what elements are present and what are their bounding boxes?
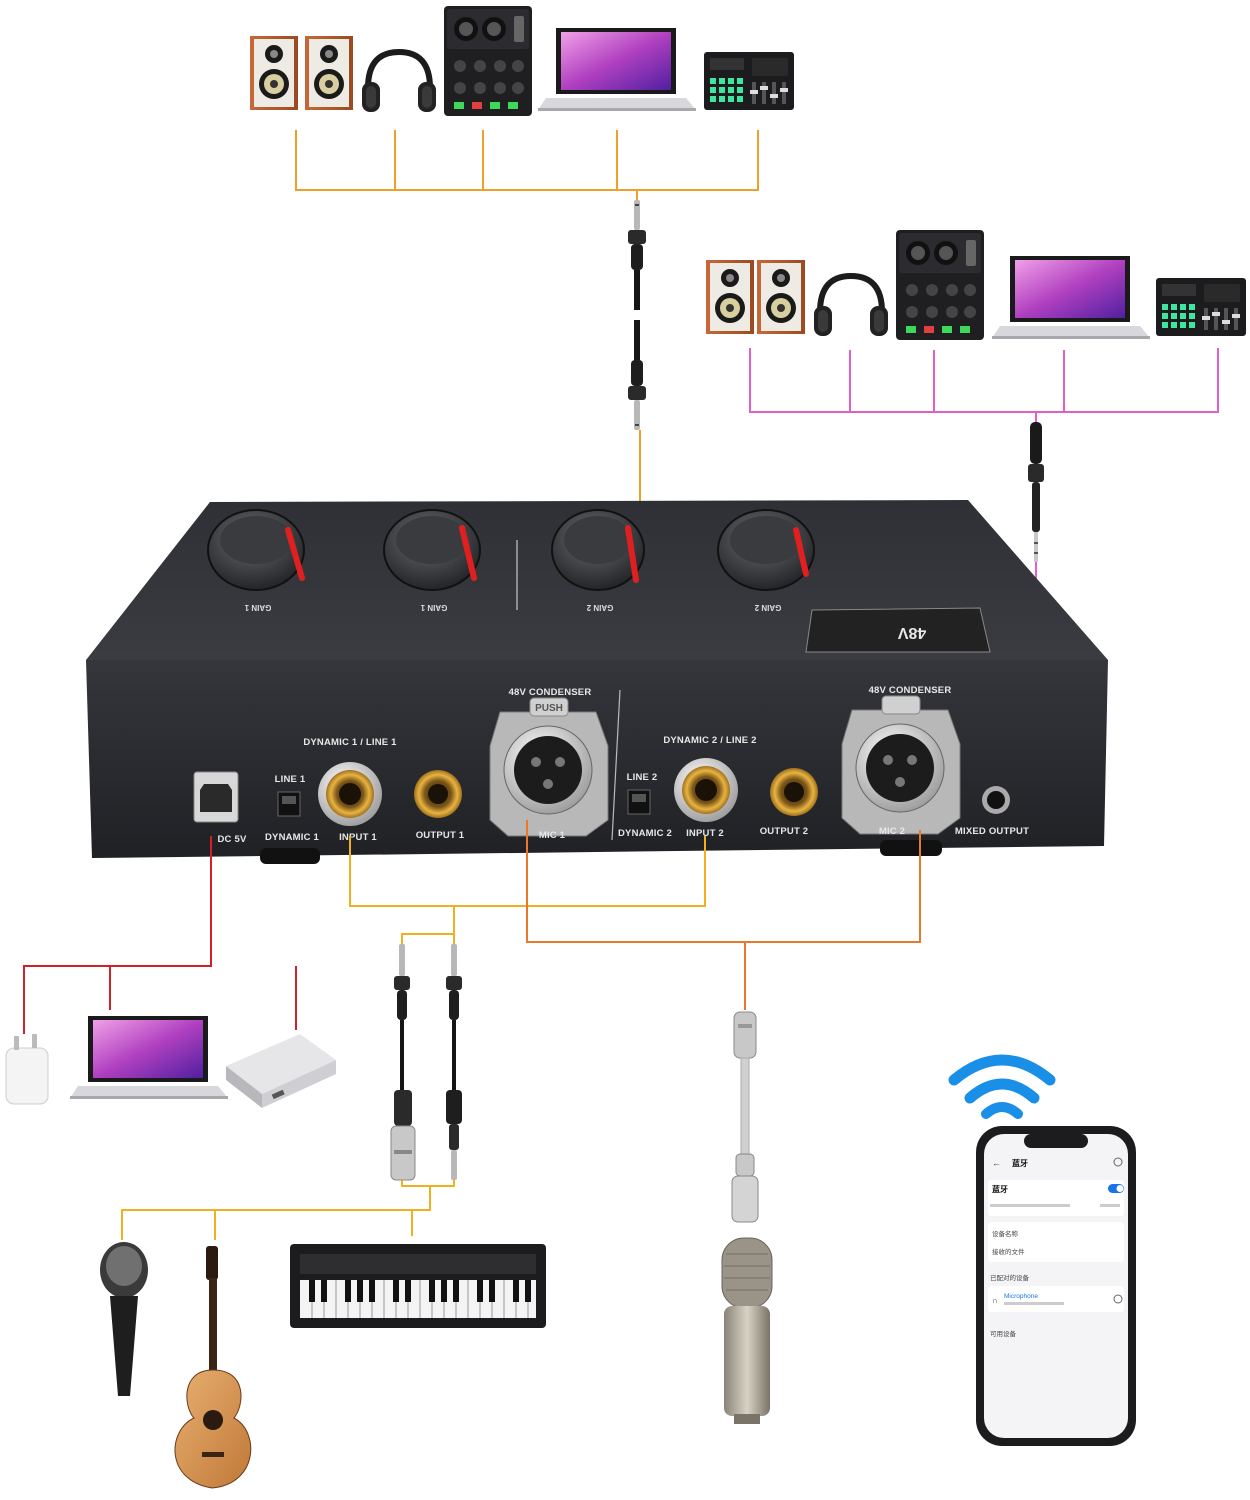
- output-devices-group-2: [706, 230, 1246, 340]
- phantom-power-label: 48V: [897, 624, 926, 641]
- help-icon[interactable]: [1113, 1157, 1123, 1167]
- headphones-icon: [814, 276, 888, 336]
- bluetooth-toggle-label: 蓝牙: [992, 1184, 1008, 1194]
- audio-interface-icon: [444, 6, 532, 116]
- speaker-icon: [250, 36, 298, 110]
- dynamic2-label: DYNAMIC 2: [618, 828, 672, 839]
- speaker-icon: [757, 260, 805, 334]
- jack-cable-icon: [628, 200, 646, 310]
- gain-label: GAIN 1: [244, 603, 271, 612]
- power-bank-icon: [226, 1034, 336, 1108]
- orange-bus-top: [295, 130, 759, 200]
- line2-label: LINE 2: [627, 772, 658, 783]
- mixed-output-jack[interactable]: [982, 786, 1010, 814]
- keyboard-icon: [290, 1244, 546, 1328]
- sound-card-icon: [1156, 278, 1246, 336]
- mini-jack-cable-icon: [1028, 422, 1044, 562]
- condenser-mic-icon: [721, 1237, 773, 1424]
- input-1-jack[interactable]: [318, 762, 382, 826]
- output-devices-group-1: [250, 6, 794, 116]
- jack-cable-icon: [628, 320, 646, 430]
- wifi-icon: [948, 1054, 1056, 1119]
- gain-knob-1[interactable]: [207, 509, 305, 591]
- red-power-line: [23, 836, 297, 1034]
- output-2-jack[interactable]: [770, 768, 818, 816]
- jack-to-xlr-cable-icon: [390, 944, 416, 1181]
- output1-label: OUTPUT 1: [416, 830, 465, 841]
- smartphone-icon: 蓝牙 ← 蓝牙 设备名称 接收的文件 已配对的设备 ∩ Microphone 可…: [976, 1126, 1136, 1446]
- line1-label: LINE 1: [275, 774, 306, 785]
- laptop-icon: [70, 1016, 228, 1099]
- mic-2-xlr-port[interactable]: [841, 695, 961, 835]
- yellow-instrument-bus: [121, 1180, 455, 1240]
- gain-label: GAIN 1: [420, 603, 447, 612]
- mixer-device: GAIN 1 GAIN 1 GAIN 2 GAIN 2 48V DYNAMIC …: [86, 500, 1108, 864]
- received-files-row[interactable]: 接收的文件: [992, 1247, 1025, 1256]
- output-1-jack[interactable]: [414, 770, 462, 818]
- bluetooth-toggle[interactable]: [1108, 1184, 1124, 1193]
- condenser2-label: 48V CONDENSER: [869, 685, 952, 696]
- speaker-icon: [706, 260, 754, 334]
- line-dynamic-switch-1[interactable]: [277, 791, 301, 817]
- dc-5v-port[interactable]: [193, 771, 239, 823]
- speaker-icon: [305, 36, 353, 110]
- gain-knob-3[interactable]: [551, 509, 645, 591]
- gain-label: GAIN 2: [754, 603, 781, 612]
- mic2-label: MIC 2: [879, 826, 905, 837]
- xlr-cable-icon: [731, 1011, 759, 1223]
- jack-cable-icon: [446, 944, 462, 1180]
- paired-device-name[interactable]: Microphone: [1004, 1293, 1038, 1300]
- line-dynamic-switch-2[interactable]: [627, 789, 651, 815]
- condenser1-label: 48V CONDENSER: [509, 687, 592, 698]
- mixed-output-label: MIXED OUTPUT: [955, 826, 1029, 837]
- push-label: PUSH: [535, 703, 563, 714]
- headset-icon: ∩: [992, 1296, 998, 1305]
- output2-label: OUTPUT 2: [760, 826, 809, 837]
- laptop-icon: [992, 256, 1150, 339]
- laptop-icon: [538, 28, 696, 111]
- phantom-power-panel: 48V: [805, 607, 991, 653]
- yellow-input-branch: [401, 906, 455, 944]
- microphone-icon: [100, 1242, 148, 1396]
- gain-knob-2[interactable]: [383, 509, 481, 591]
- dynamic1-label: DYNAMIC 1: [265, 832, 320, 843]
- back-arrow-icon[interactable]: ←: [992, 1158, 1001, 1168]
- gain-label: GAIN 2: [586, 603, 613, 612]
- sound-card-icon: [704, 52, 794, 110]
- available-devices-header: 可用设备: [990, 1329, 1017, 1338]
- guitar-icon: [174, 1246, 252, 1489]
- gain-knob-4[interactable]: [717, 509, 815, 591]
- input2-label: INPUT 2: [686, 828, 724, 839]
- group2-label: DYNAMIC 2 / LINE 2: [663, 735, 756, 746]
- orange-mic-line: [526, 820, 921, 1010]
- mic-1-xlr-port[interactable]: PUSH: [489, 697, 609, 837]
- phone-title: 蓝牙: [1012, 1158, 1028, 1168]
- headphones-icon: [362, 52, 436, 112]
- input1-label: INPUT 1: [339, 832, 377, 843]
- dc-label: DC 5V: [218, 834, 247, 845]
- group1-label: DYNAMIC 1 / LINE 1: [303, 737, 397, 748]
- power-adapter-icon: [5, 1034, 49, 1105]
- audio-interface-icon: [896, 230, 984, 340]
- mic1-label: MIC 1: [539, 830, 566, 841]
- settings-gear-icon[interactable]: [1113, 1294, 1123, 1304]
- paired-devices-header: 已配对的设备: [990, 1273, 1030, 1282]
- pink-bus: [749, 348, 1219, 422]
- device-name-row[interactable]: 设备名称: [992, 1229, 1019, 1238]
- input-2-jack[interactable]: [674, 758, 738, 822]
